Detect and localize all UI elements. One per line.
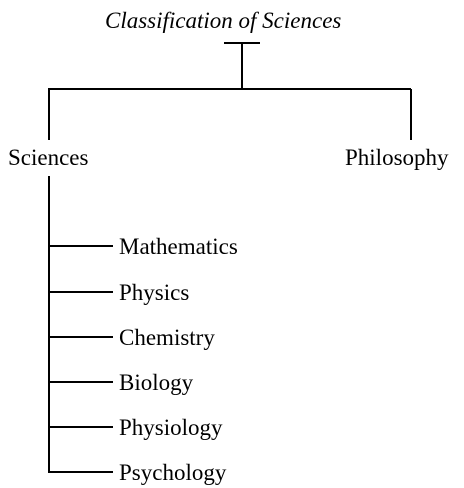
science-item-physics: Physics xyxy=(119,280,190,305)
science-item-chemistry: Chemistry xyxy=(119,325,215,350)
diagram-title: Classification of Sciences xyxy=(105,8,342,33)
branch-label-philosophy: Philosophy xyxy=(345,145,449,170)
science-item-mathematics: Mathematics xyxy=(119,234,238,259)
branch-label-sciences: Sciences xyxy=(8,145,89,170)
science-item-psychology: Psychology xyxy=(119,460,227,485)
science-item-biology: Biology xyxy=(119,370,194,395)
science-item-physiology: Physiology xyxy=(119,415,223,440)
